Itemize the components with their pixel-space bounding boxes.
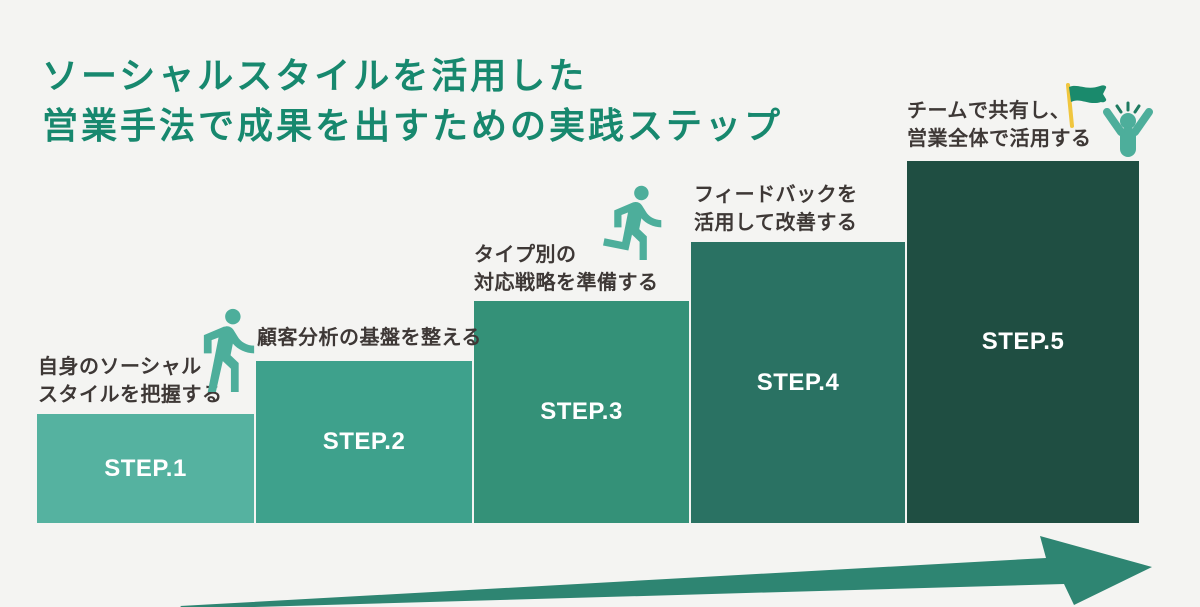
step-1-label: STEP.1 xyxy=(104,454,187,482)
step-bar-3: STEP.3 xyxy=(474,301,689,523)
running-person-icon xyxy=(603,185,662,260)
step-4-caption-line-2: 活用して改善する xyxy=(694,210,858,234)
step-1-caption: 自身のソーシャル スタイルを把握する xyxy=(38,352,223,408)
step-2-caption: 顧客分析の基盤を整える xyxy=(257,323,482,351)
step-bar-4: STEP.4 xyxy=(691,242,905,523)
page-title-line-1: ソーシャルスタイルを活用した xyxy=(42,56,588,97)
walking-person-icon xyxy=(203,308,255,392)
step-5-caption-line-1: チームで共有し、 xyxy=(907,98,1071,122)
step-1-caption-line-1: 自身のソーシャル xyxy=(38,354,202,378)
step-2-label: STEP.2 xyxy=(322,428,406,455)
step-bar-1: STEP.1 xyxy=(37,414,254,523)
page-title: ソーシャルスタイルを活用した 営業手法で成果を出すための実践ステップ xyxy=(42,52,783,152)
step-4-caption-line-1: フィードバックを xyxy=(694,182,858,206)
step-5-label: STEP.5 xyxy=(981,328,1065,355)
step-3-caption-line-1: タイプ別の xyxy=(474,242,577,266)
cheering-person-icon xyxy=(1103,101,1153,157)
step-4-caption: フィードバックを 活用して改善する xyxy=(694,180,858,236)
step-5-caption: チームで共有し、 営業全体で活用する xyxy=(907,96,1092,152)
flag-icon xyxy=(1066,83,1107,128)
step-1-caption-line-2: スタイルを把握する xyxy=(38,382,223,406)
step-5-caption-line-2: 営業全体で活用する xyxy=(907,126,1092,150)
page-title-line-2: 営業手法で成果を出すための実践ステップ xyxy=(42,106,784,147)
step-2-caption-line-1: 顧客分析の基盤を整える xyxy=(257,325,482,349)
step-3-caption: タイプ別の 対応戦略を準備する xyxy=(474,240,659,296)
step-3-caption-line-2: 対応戦略を準備する xyxy=(474,270,659,294)
step-4-label: STEP.4 xyxy=(756,368,840,396)
step-bar-2: STEP.2 xyxy=(256,361,472,523)
step-3-label: STEP.3 xyxy=(540,398,623,425)
step-bar-5: STEP.5 xyxy=(907,161,1139,523)
